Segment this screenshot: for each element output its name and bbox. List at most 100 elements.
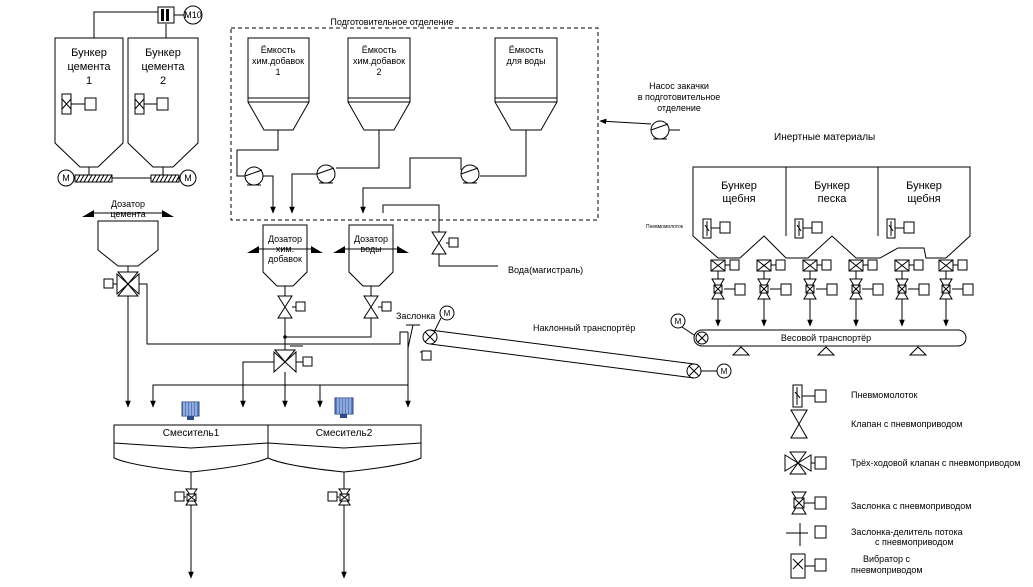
inert-materials-title: Инертные материалы	[774, 132, 875, 143]
flow-divider-icon	[786, 523, 827, 546]
motor-weigh-label: М	[675, 317, 682, 326]
cement-bunker-2: Бункер цемента 2	[127, 37, 199, 168]
legend-item-2-text: Клапан с пневмоприводом	[851, 419, 962, 429]
pneumo-valve-icon	[790, 409, 808, 439]
legend-item-1-text: Пневмомолоток	[851, 390, 917, 400]
bunker-crushed-1-line-1: Бункер	[721, 180, 757, 192]
tank-water-line-1: Ёмкость	[509, 45, 544, 55]
motor-right-label: М	[184, 173, 192, 183]
dosing-chem-line-1: Дозатор	[268, 234, 302, 244]
mixer-three-way-valve	[273, 344, 313, 374]
tank-chem-2-line-1: Ёмкость	[362, 45, 397, 55]
pump-3	[460, 164, 480, 184]
tank-water-line-2: для воды	[506, 56, 545, 66]
pneumohammer-icon	[886, 218, 915, 239]
prep-section-frame: Подготовительное отделение	[230, 17, 599, 221]
legend-item-6-text-1: Вибратор с	[863, 554, 911, 564]
flow-divider	[406, 324, 432, 361]
tank-water: Ёмкость для воды	[494, 37, 558, 131]
tank-chem-1-line-3: 1	[275, 67, 280, 77]
mixer-2-label: Смеситель2	[316, 428, 373, 439]
tank-chem-1-line-1: Ёмкость	[261, 45, 296, 55]
motor-left-label: М	[62, 173, 70, 183]
dosing-cement-line-1: Дозатор	[111, 199, 145, 209]
pneumohammer-icon	[702, 218, 731, 239]
vibrator-icon	[61, 93, 97, 115]
mixer-1-outlet-damper	[174, 488, 198, 506]
cement-bunker-1-line-3: 1	[86, 75, 92, 87]
motor-conveyor-1-label: М	[444, 309, 451, 318]
three-way-valve-icon	[784, 451, 827, 475]
motor-icon	[181, 401, 200, 420]
pump-1	[244, 166, 264, 186]
dosing-water-line-1: Дозатор	[354, 234, 388, 244]
pneumohammer-icon	[792, 384, 827, 408]
water-mains-label: Вода(магистраль)	[508, 265, 583, 275]
pneumo-damper-icon	[757, 278, 792, 300]
outlet-assembly	[802, 259, 838, 327]
mixer-2-outlet-damper	[327, 488, 351, 506]
inert-outlets	[710, 259, 974, 327]
pneumohammer-icon	[794, 218, 823, 239]
motor-m10: М10	[93, 5, 203, 38]
legend-item-5-text-2: с пневмоприводом	[875, 537, 954, 547]
three-way-valve	[103, 271, 140, 297]
bunker-sand-line-1: Бункер	[814, 180, 850, 192]
outlet-assembly	[710, 259, 746, 327]
dosing-cement-line-2: цемента	[110, 209, 145, 219]
outlet-assembly	[894, 259, 930, 327]
weighing-conveyor: М Весовой транспортёр	[670, 313, 967, 356]
legend-item-5-text-1: Заслонка-делитель потока	[851, 527, 963, 537]
chem-valve	[277, 295, 306, 319]
mixer-2: Смеситель2	[267, 397, 422, 489]
weighing-conveyor-label: Весовой транспортёр	[781, 333, 871, 343]
pneumo-damper-icon	[895, 278, 930, 300]
pump-title-line-1: Насос закачки	[649, 81, 709, 91]
bunker-sand-line-2: песка	[818, 193, 848, 205]
bunker-crushed-2-line-2: щебня	[907, 193, 940, 205]
tank-chem-1-line-2: хим.добавок	[252, 56, 304, 66]
bunker-crushed-1-line-2: щебня	[722, 193, 755, 205]
water-dosing-valve	[363, 295, 392, 319]
prep-section-title: Подготовительное отделение	[330, 17, 453, 27]
outlet-assembly	[756, 259, 792, 327]
motor-icon	[334, 397, 354, 418]
water-dosing-unit: Дозатор воды	[333, 224, 409, 296]
legend: Пневмомолоток Клапан с пневмоприводом Тр…	[784, 384, 1020, 579]
mixer-1: Смеситель1	[113, 401, 269, 489]
pump-2	[316, 164, 336, 184]
chem-dosing-unit: Дозатор хим. добавок	[247, 224, 323, 296]
feed-pump: Насос закачки в подготовительное отделен…	[599, 81, 721, 140]
cement-bunker-2-line-1: Бункер	[145, 47, 181, 59]
cement-bunker-2-line-2: цемента	[141, 61, 185, 73]
motor-conveyor-2-label: М	[721, 367, 728, 376]
legend-item-6-text-2: пневмоприводом	[851, 565, 923, 575]
pump-title-line-2: в подготовительное	[638, 92, 721, 102]
cement-bunker-1: Бункер цемента 1	[54, 37, 124, 168]
pneumohammer-small-label: Пневмомолоток	[646, 224, 684, 230]
pneumo-damper-icon	[711, 278, 746, 300]
outlet-assembly	[848, 259, 884, 327]
inclined-conveyor: М М	[422, 305, 732, 379]
vibrator-icon	[134, 93, 169, 115]
water-valve	[431, 231, 459, 255]
pneumo-damper-icon	[791, 491, 827, 515]
legend-item-3-text: Трёх-ходовой клапан с пневмоприводом	[851, 458, 1020, 468]
cement-bunker-1-line-2: цемента	[67, 61, 111, 73]
tank-chem-2-line-3: 2	[376, 67, 381, 77]
bunker-crushed-2-line-1: Бункер	[906, 180, 942, 192]
cement-bunker-1-line-1: Бункер	[71, 47, 107, 59]
pneumo-damper-icon	[849, 278, 884, 300]
damper-label: Заслонка	[396, 311, 435, 321]
screw-conveyor: М М	[57, 167, 197, 187]
pneumo-damper-icon	[939, 278, 974, 300]
pump-title-line-3: отделение	[657, 103, 701, 113]
dosing-chem-line-3: добавок	[268, 254, 302, 264]
inert-bunker-row: Бункер щебня Бункер песка Бункер щебня П…	[646, 166, 971, 259]
tank-chem-1: Ёмкость хим.добавок 1	[247, 37, 310, 131]
cement-dosing-unit: Дозатор цемента	[82, 199, 174, 272]
tank-chem-2-line-2: хим.добавок	[353, 56, 405, 66]
legend-item-4-text: Заслонка с пневмоприводом	[851, 501, 971, 511]
outlet-assembly	[938, 259, 974, 327]
